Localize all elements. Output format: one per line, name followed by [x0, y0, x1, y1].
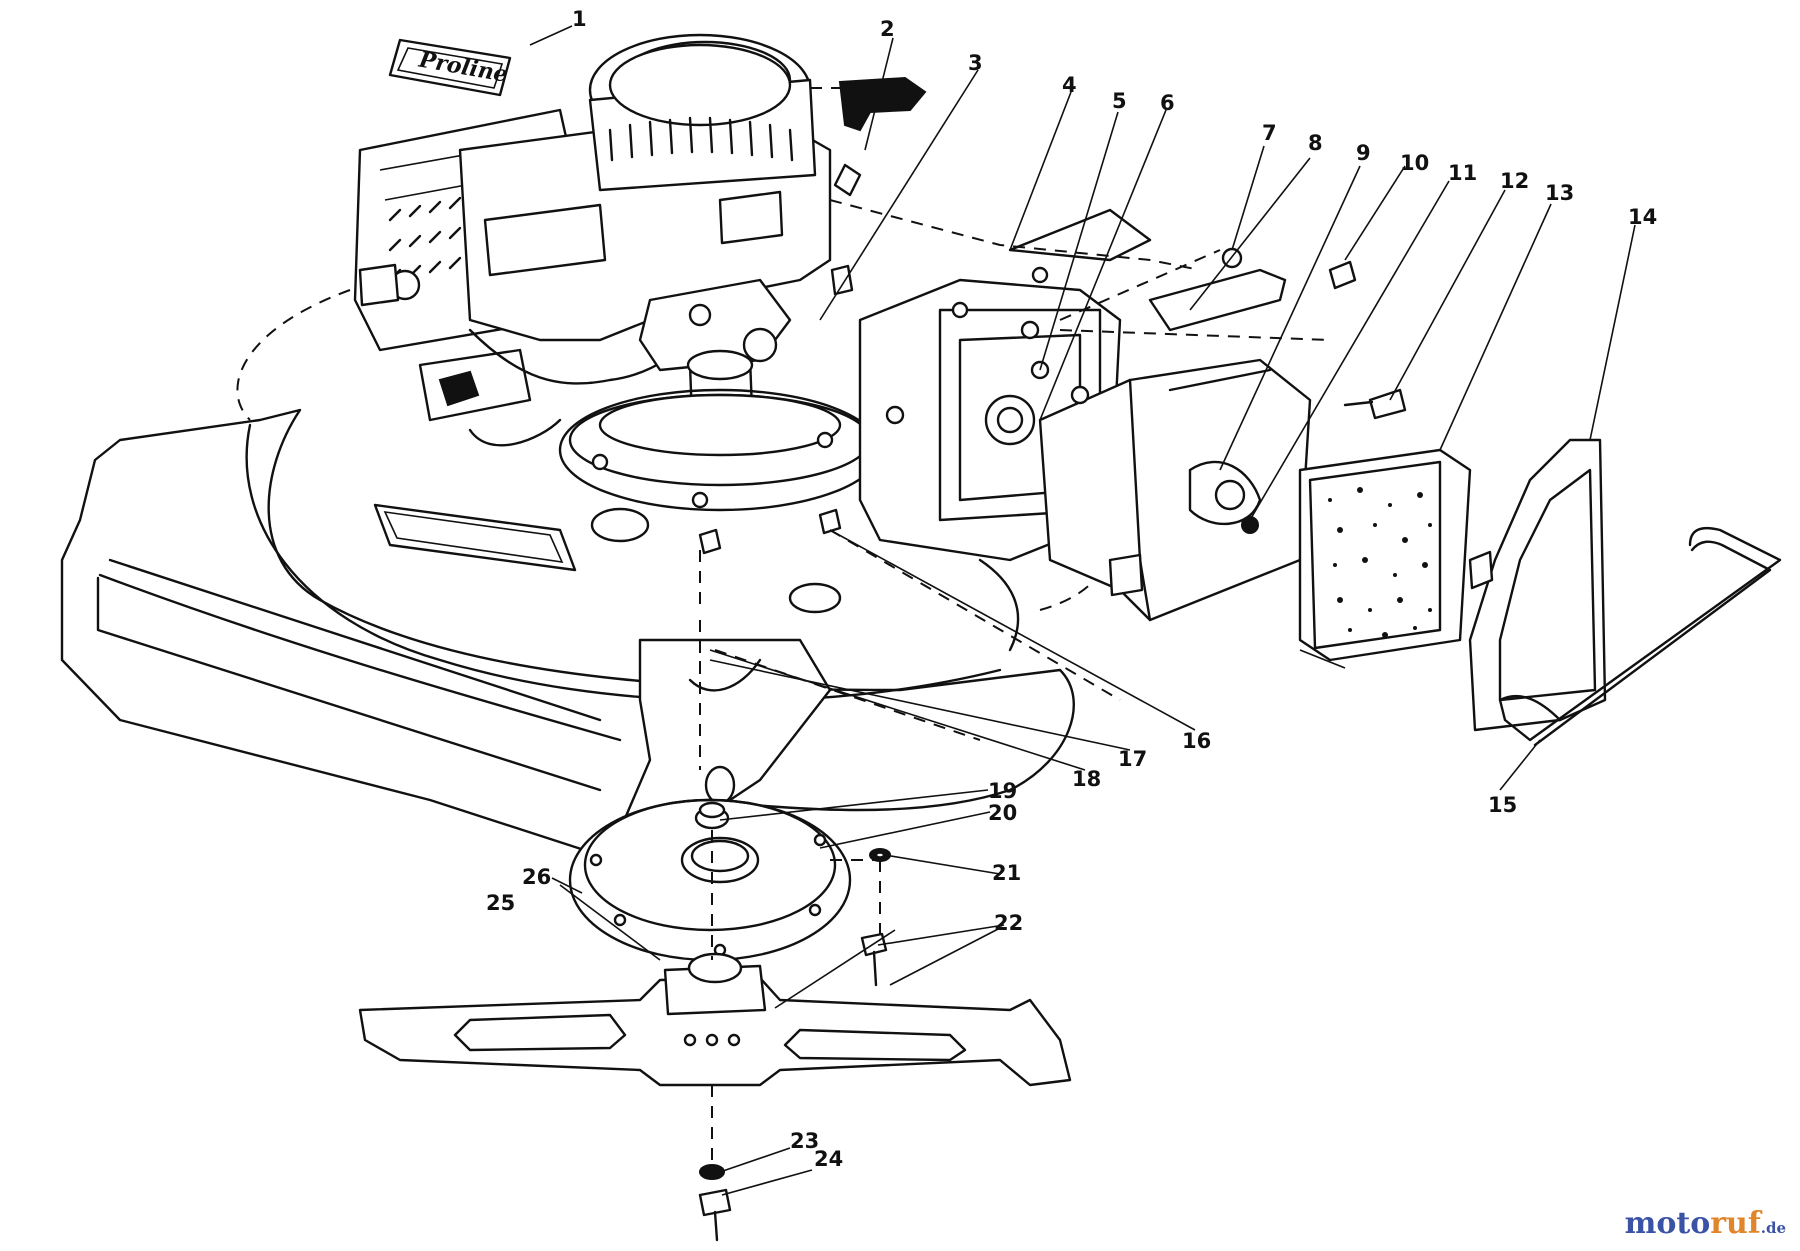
callout-8: 8 [1308, 131, 1323, 155]
callout-18: 18 [1072, 767, 1101, 791]
callout-3: 3 [968, 51, 983, 75]
engine [353, 33, 882, 512]
callout-10: 10 [1400, 151, 1429, 175]
fasteners [698, 247, 1407, 555]
callout-2: 2 [880, 17, 895, 41]
rotary-blade [358, 952, 1072, 1242]
callout-17: 17 [1118, 747, 1147, 771]
blade-adapter-plate [568, 798, 891, 987]
callout-9: 9 [1356, 141, 1371, 165]
callout-19: 19 [988, 779, 1017, 803]
callout-20: 20 [988, 801, 1017, 825]
handle-bail [1498, 526, 1782, 747]
callout-26: 26 [522, 865, 551, 889]
callout-4: 4 [1062, 73, 1077, 97]
callout-25: 25 [486, 891, 515, 915]
callout-15: 15 [1488, 793, 1517, 817]
callout-6: 6 [1160, 91, 1175, 115]
callout-21: 21 [992, 861, 1021, 885]
primer-knob [810, 76, 927, 197]
watermark-part-c: .de [1760, 1219, 1786, 1237]
watermark-part-b: ruf [1710, 1206, 1761, 1241]
callout-22: 22 [994, 911, 1023, 935]
leader-lines [529, 25, 1636, 1196]
proline-decal: Proline [388, 38, 512, 97]
callout-16: 16 [1182, 729, 1211, 753]
recoil-starter-vents [608, 116, 794, 162]
callout-7: 7 [1262, 121, 1277, 145]
callout-11: 11 [1448, 161, 1477, 185]
callout-24: 24 [814, 1147, 843, 1171]
air-cleaner-housing [1038, 268, 1312, 622]
watermark-part-a: moto [1624, 1206, 1711, 1241]
callout-13: 13 [1545, 181, 1574, 205]
air-filter-element [1298, 448, 1472, 662]
filter-foam-texture [1328, 487, 1432, 638]
carburetor [638, 278, 792, 420]
callout-1: 1 [572, 7, 587, 31]
motoruf-watermark: motoruf.de [1625, 1206, 1786, 1241]
callout-12: 12 [1500, 169, 1529, 193]
air-filter-cover [1468, 438, 1607, 732]
mower-deck [60, 289, 1115, 907]
callout-23: 23 [790, 1129, 819, 1153]
callout-5: 5 [1112, 89, 1127, 113]
callout-14: 14 [1628, 205, 1657, 229]
callout-numbers: 1 2 3 4 5 6 7 8 9 10 11 12 13 14 15 16 1… [486, 7, 1657, 1171]
